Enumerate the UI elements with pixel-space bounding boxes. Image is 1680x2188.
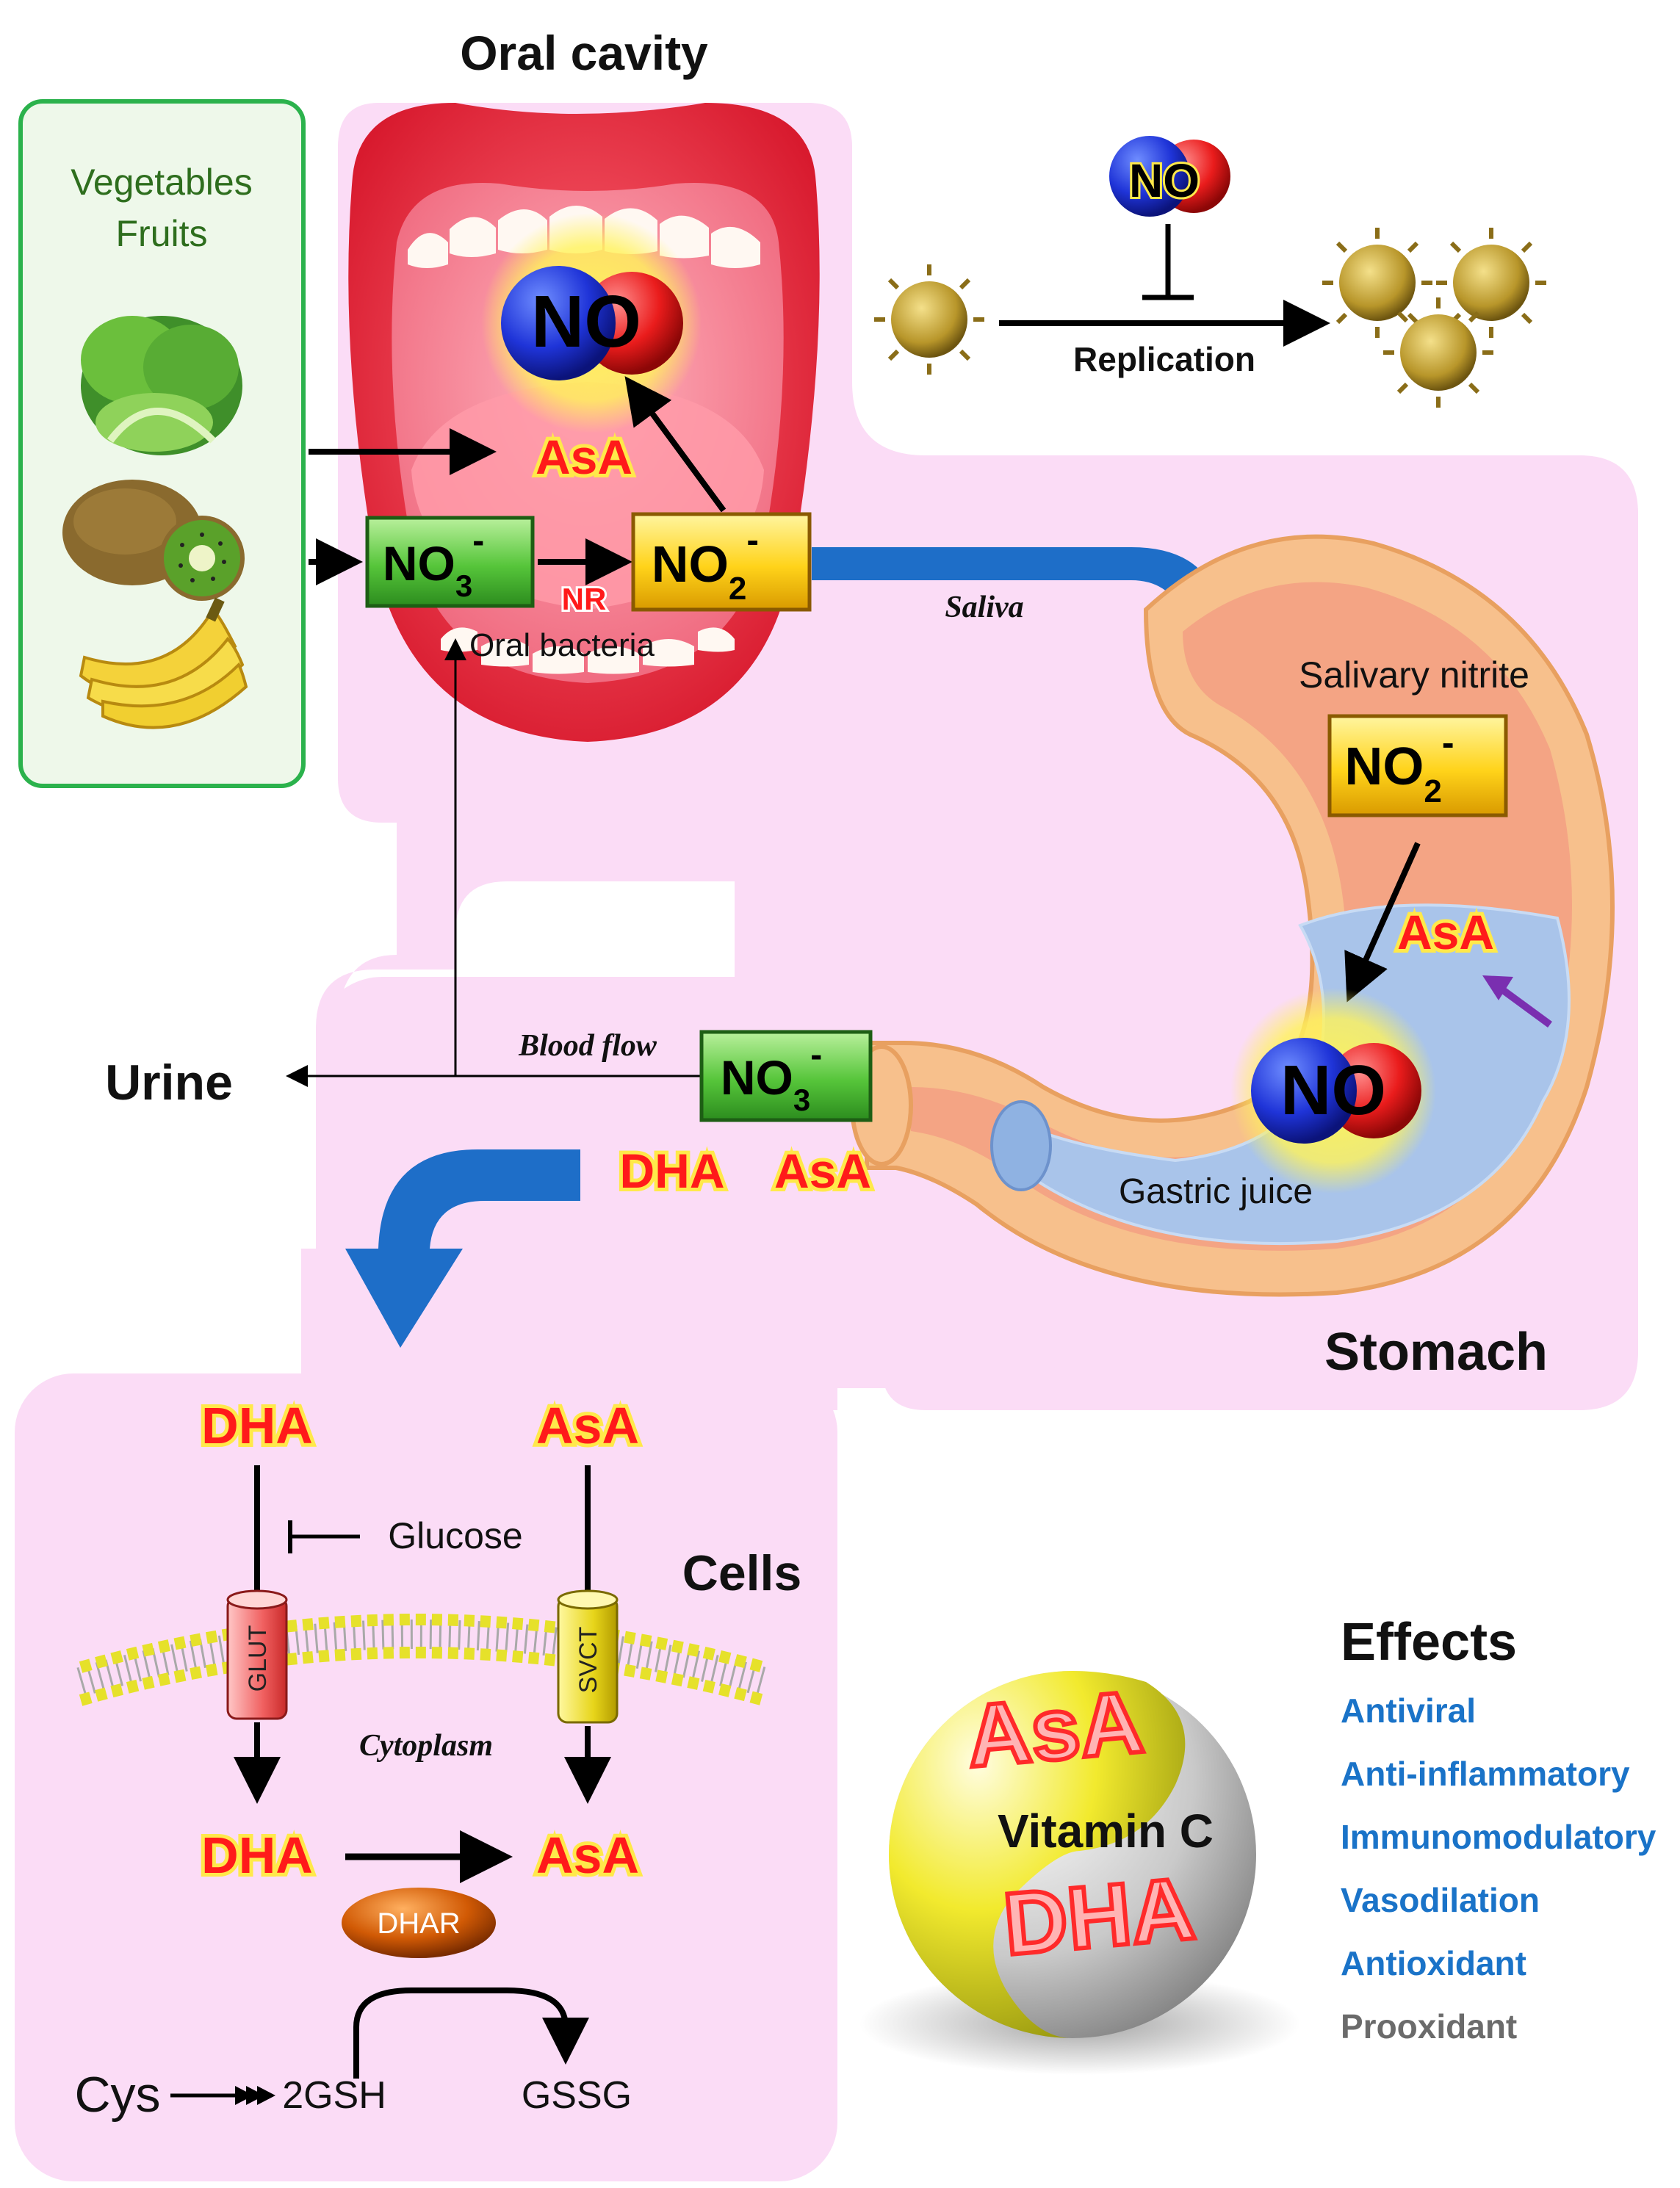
cells-title: Cells: [682, 1545, 802, 1601]
arrow-no2-to-no-oral: [624, 376, 727, 513]
svct-label: SVCT: [574, 1627, 602, 1694]
no-stomach-label: NO: [1280, 1051, 1386, 1130]
no3-blood-label: NO3-: [721, 1036, 822, 1117]
replication-label: Replication: [1073, 340, 1255, 378]
cell-membrane: [76, 1614, 768, 1706]
dha-bottom-label: DHA: [201, 1827, 313, 1884]
virus-icon-right-3: [1383, 297, 1493, 408]
no3-box-oral: [365, 516, 535, 608]
cells-flow-arrow: [345, 1149, 580, 1348]
effect-item: Vasodilation: [1341, 1881, 1540, 1919]
gastric-juice-label: Gastric juice: [1119, 1172, 1313, 1211]
no2-stomach-label: NO2-: [1344, 722, 1454, 809]
asa-blood-label: AsA: [774, 1144, 871, 1198]
sphere-asa-label: AsA: [963, 1672, 1147, 1786]
gsh-to-gssg-arrow: [353, 1987, 589, 2079]
gssg-label: GSSG: [522, 2074, 632, 2117]
kiwi-icon: [62, 480, 245, 601]
asa-oral-label: AsA: [536, 430, 632, 484]
no-oral-label: NO: [531, 281, 641, 363]
vitamin-c-label: Vitamin C: [998, 1805, 1214, 1857]
banana-icon: [79, 597, 248, 729]
glucose-label: Glucose: [388, 1515, 522, 1556]
stomach-title: Stomach: [1324, 1323, 1548, 1382]
dha-top-label: DHA: [201, 1397, 313, 1454]
no2-box-oral: [631, 512, 812, 612]
oral-bacteria-label: Oral bacteria: [469, 627, 655, 663]
no-molecule-virus: [1109, 136, 1230, 217]
salivary-nitrite-label: Salivary nitrite: [1299, 654, 1529, 696]
gsh-label: 2GSH: [282, 2074, 386, 2117]
effects-list: AntiviralAnti-inflammatoryImmunomodulato…: [1341, 1691, 1656, 2046]
virus-icon-left: [874, 264, 984, 375]
multi-step-arrowheads: [235, 2086, 275, 2105]
cytoplasm-label: Cytoplasm: [359, 1729, 493, 1763]
sphere-dha-label: DHA: [1000, 1859, 1199, 1974]
no3-box-blood: [699, 1030, 873, 1122]
effects-title: Effects: [1341, 1613, 1517, 1672]
effect-item: Immunomodulatory: [1341, 1818, 1656, 1856]
asa-stomach-label: AsA: [1397, 905, 1494, 959]
saliva-label: Saliva: [945, 591, 1023, 624]
food-box-line2: Fruits: [116, 213, 208, 254]
no2-box-stomach: [1327, 714, 1508, 817]
virus-icon-right-1: [1322, 228, 1432, 338]
no3-oral-label: NO3-: [383, 521, 484, 603]
effect-item: Prooxidant: [1341, 2007, 1517, 2046]
vitamin-c-sphere: [889, 1671, 1256, 2038]
glut-transporter: [226, 1589, 288, 1720]
dhar-enzyme: [342, 1888, 496, 1958]
dha-blood-label: DHA: [620, 1144, 725, 1198]
urine-label: Urine: [105, 1055, 233, 1111]
effect-item: Anti-inflammatory: [1341, 1755, 1630, 1793]
cys-label: Cys: [74, 2067, 160, 2123]
saliva-flow-arrow: [812, 547, 1241, 646]
asa-bottom-label: AsA: [536, 1827, 639, 1884]
effect-item: Antiviral: [1341, 1691, 1476, 1730]
asa-top-label: AsA: [536, 1397, 639, 1454]
oral-cavity-title: Oral cavity: [460, 26, 708, 80]
glut-label: GLUT: [244, 1625, 272, 1692]
blood-flow-label: Blood flow: [518, 1029, 657, 1063]
no-virus-label: NO: [1129, 154, 1200, 207]
lettuce-icon: [81, 316, 242, 455]
svct-transporter: [557, 1589, 619, 1724]
food-box-line1: Vegetables: [71, 162, 252, 203]
arrow-no2-to-no-stomach: [1344, 842, 1421, 1003]
nr-label: NR: [562, 582, 607, 616]
effect-item: Antioxidant: [1341, 1944, 1526, 1982]
dhar-label: DHAR: [377, 1907, 460, 1940]
no2-oral-label: NO2-: [652, 519, 759, 607]
no-molecule-stomach: [1230, 988, 1436, 1194]
purple-arrow-head: [1482, 975, 1513, 1000]
